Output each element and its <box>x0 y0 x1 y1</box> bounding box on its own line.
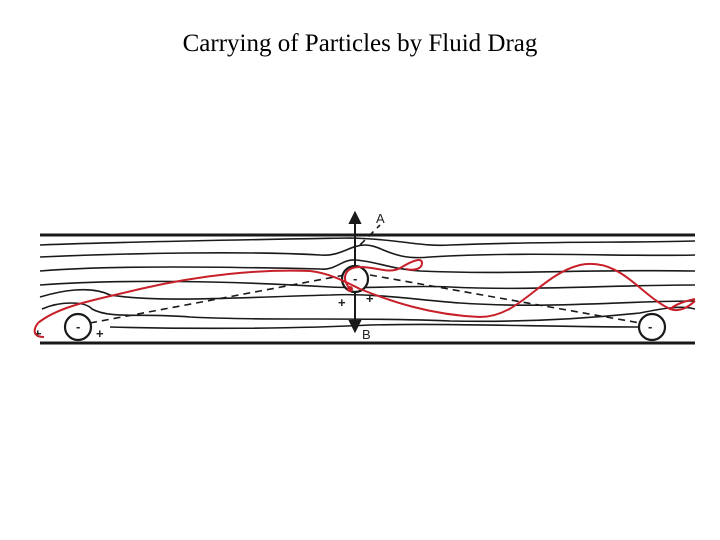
trajectory-loop-left <box>33 322 45 338</box>
fluid-drag-diagram: + - + - + + - A B <box>33 210 696 345</box>
trajectory-marker <box>347 286 353 292</box>
particle-trajectory <box>33 259 696 338</box>
label-A: A <box>376 211 385 226</box>
trajectory-tail <box>669 298 696 310</box>
trajectory-loop-mid <box>344 259 424 290</box>
left-particle <box>63 312 93 342</box>
streamline <box>109 323 641 330</box>
sign-left-right-plus: + <box>96 326 104 341</box>
streamline <box>39 237 696 247</box>
sign-left-minus: - <box>76 319 80 334</box>
dashed-path-left <box>89 274 346 324</box>
trajectory-curve <box>37 262 696 324</box>
label-B: B <box>362 327 371 342</box>
sign-mid-minus: - <box>353 271 357 286</box>
streamline <box>39 288 696 307</box>
sign-mid-plus-below: + <box>366 291 374 306</box>
sign-left-plus: + <box>34 326 42 341</box>
streamline <box>41 302 696 323</box>
streamline <box>39 259 696 274</box>
force-arrows <box>348 210 362 334</box>
streamline <box>39 280 696 290</box>
streamline <box>39 244 696 259</box>
arrow-down-head <box>348 320 362 334</box>
sign-mid-plus-left: + <box>338 295 346 310</box>
dashed-paths <box>89 224 641 324</box>
dashed-line-A <box>359 224 381 246</box>
sign-right-minus: - <box>648 319 652 334</box>
dashed-path-right <box>369 274 641 324</box>
right-particle <box>637 312 667 342</box>
slide-title: Carrying of Particles by Fluid Drag <box>182 30 538 57</box>
arrow-up-head <box>348 210 362 224</box>
